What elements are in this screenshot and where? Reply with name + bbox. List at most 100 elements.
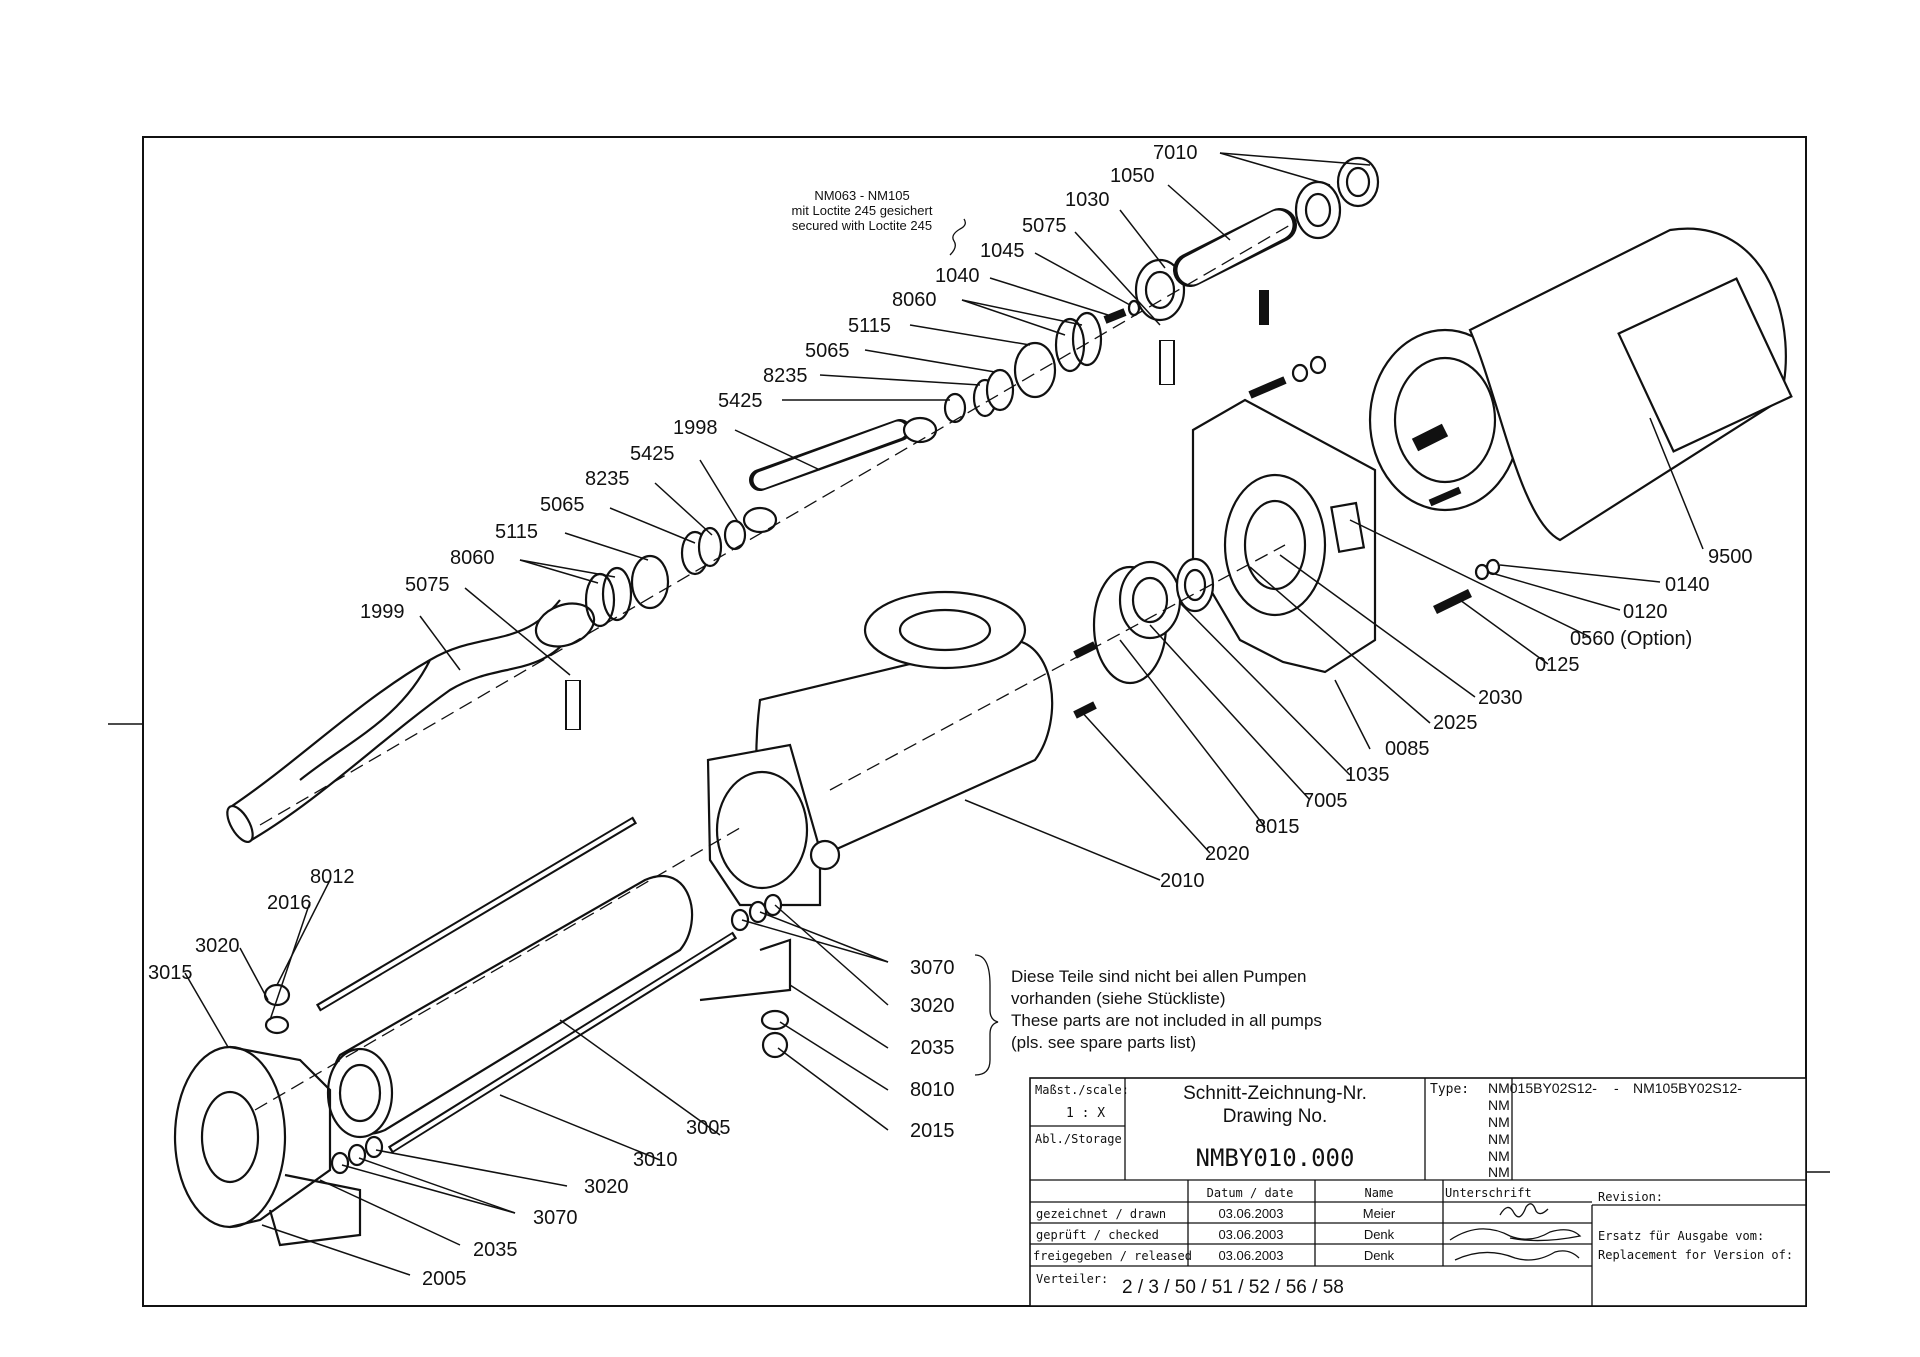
row-checked-date: 03.06.2003 (1218, 1227, 1283, 1242)
part-label-8235-upper: 8235 (763, 365, 808, 387)
part-label-2016: 2016 (267, 892, 312, 914)
o-ring-8060-lower-2 (601, 566, 633, 622)
drawing-number: NMBY010.000 (1196, 1144, 1355, 1172)
o-ring-8060-upper-1 (1054, 317, 1086, 373)
part-label-3020-lower: 3020 (584, 1176, 629, 1198)
rotor-end (226, 805, 254, 843)
parts (173, 156, 1793, 1247)
part-label-2030: 2030 (1478, 687, 1523, 709)
part-label-9500: 9500 (1708, 546, 1753, 568)
revision-label: Revision: (1598, 1190, 1663, 1204)
part-label-1045: 1045 (980, 240, 1025, 262)
housing-end-flange (706, 743, 822, 907)
row-drawn-name: Meier (1363, 1206, 1396, 1221)
nut-3020-lower (364, 1135, 384, 1159)
bearing-7010-2 (1336, 156, 1380, 208)
sleeve-5115-upper (1013, 341, 1057, 399)
signature-meier (1499, 1203, 1549, 1218)
lantern-nut-1 (1291, 363, 1309, 383)
row-drawn-date: 03.06.2003 (1218, 1206, 1283, 1221)
part-label-5425-lower: 5425 (630, 443, 675, 465)
lantern-bore (1223, 473, 1327, 617)
plug-2015 (761, 1031, 789, 1059)
distribution-value: 2 / 3 / 50 / 51 / 52 / 56 / 58 (1122, 1277, 1344, 1298)
part-label-0140: 0140 (1665, 574, 1710, 596)
lantern-bolt (1248, 376, 1287, 399)
row-checked-name: Denk (1364, 1227, 1395, 1242)
type-row-3: NM (1488, 1131, 1510, 1147)
ring-8010 (760, 1009, 790, 1031)
part-label-2015: 2015 (910, 1120, 955, 1142)
part-label-0120: 0120 (1623, 601, 1668, 623)
part-label-1998: 1998 (673, 417, 718, 439)
part-label-5115-lower: 5115 (495, 521, 538, 543)
part-label-1050: 1050 (1110, 165, 1155, 187)
nut-3020-upper (763, 893, 783, 917)
o-ring-8060-upper-2 (1071, 311, 1103, 367)
part-label-5115-upper: 5115 (848, 315, 891, 337)
lantern-nut-2 (1309, 355, 1327, 375)
storage-label: Abl./Storage (1035, 1132, 1122, 1146)
part-label-3005: 3005 (686, 1117, 731, 1139)
part-label-3015: 3015 (148, 962, 193, 984)
type-row-2: NM (1488, 1114, 1510, 1130)
type-row-5: NM (1488, 1164, 1510, 1180)
bearing-7010-2-bore (1345, 166, 1371, 198)
part-label-5065-upper: 5065 (805, 340, 850, 362)
bearing-7010-1-bore (1304, 192, 1332, 228)
seal-ring-2025-bore (1183, 568, 1207, 602)
coupling-rod-inner (753, 421, 907, 489)
row-drawn-role: gezeichnet / drawn (1036, 1207, 1166, 1221)
replacement-line2: Replacement for Version of: (1598, 1248, 1793, 1262)
note-wave (949, 218, 966, 256)
part-label-2035-upper: 2035 (910, 1037, 955, 1059)
motor-terminal-box (1617, 277, 1793, 453)
pressure-foot (268, 1173, 362, 1247)
bearing-7010-1 (1294, 180, 1342, 240)
part-label-2025: 2025 (1433, 712, 1478, 734)
joint-ball-upper (902, 416, 938, 444)
ring-8012 (264, 1015, 290, 1035)
joint-ball-lower (742, 506, 778, 534)
center-lines (254, 224, 1291, 1111)
drawing-label-en: Drawing No. (1223, 1106, 1328, 1127)
part-label-8012: 8012 (310, 866, 355, 888)
part-label-2035-lower: 2035 (473, 1239, 518, 1261)
rotor-shape (230, 599, 576, 843)
distribution-label: Verteiler: (1036, 1272, 1108, 1286)
washer-1045 (1127, 299, 1141, 317)
part-label-5075-upper: 5075 (1022, 215, 1067, 237)
row-checked-role: geprüft / checked (1036, 1228, 1159, 1242)
joint-sleeve-lower (534, 602, 596, 648)
drawing-label-de: Schnitt-Zeichnung-Nr. (1183, 1083, 1367, 1104)
part-label-3070-upper: 3070 (910, 957, 955, 979)
part-label-2005: 2005 (422, 1268, 467, 1290)
col-signature-header: Unterschrift (1445, 1186, 1532, 1200)
washer-3070-upper-2 (748, 900, 768, 924)
type-to: NM105BY02S12- (1633, 1080, 1742, 1096)
pressure-flange (173, 1045, 287, 1229)
part-label-8015: 8015 (1255, 816, 1300, 838)
type-from: NM015BY02S12- (1488, 1080, 1597, 1096)
leader-lines (184, 152, 1704, 1276)
part-label-8235-lower: 8235 (585, 468, 630, 490)
part-label-7010: 7010 (1153, 142, 1198, 164)
col-name-header: Name (1365, 1186, 1394, 1200)
suction-port-flange (863, 590, 1027, 670)
joint-1030-bore (1144, 270, 1176, 310)
stator-end-bore (338, 1063, 382, 1123)
housing-end-bore (715, 770, 809, 890)
part-label-5065-lower: 5065 (540, 494, 585, 516)
part-label-0560: 0560 (Option) (1570, 628, 1692, 650)
tie-rod-1-inner (318, 819, 635, 1009)
tie-rod-2-inner (390, 934, 735, 1151)
replacement-line1: Ersatz für Ausgabe vom: (1598, 1229, 1764, 1243)
housing-plug (809, 839, 841, 871)
bolt-1040 (1103, 308, 1127, 324)
pressure-flange-bore (200, 1090, 260, 1184)
notice-line4: (pls. see spare parts list) (1011, 1033, 1196, 1052)
motor-bolt (1428, 486, 1462, 507)
part-label-2010: 2010 (1160, 870, 1205, 892)
signature-denk-2 (1454, 1250, 1580, 1261)
signature-denk-1 (1449, 1228, 1582, 1242)
